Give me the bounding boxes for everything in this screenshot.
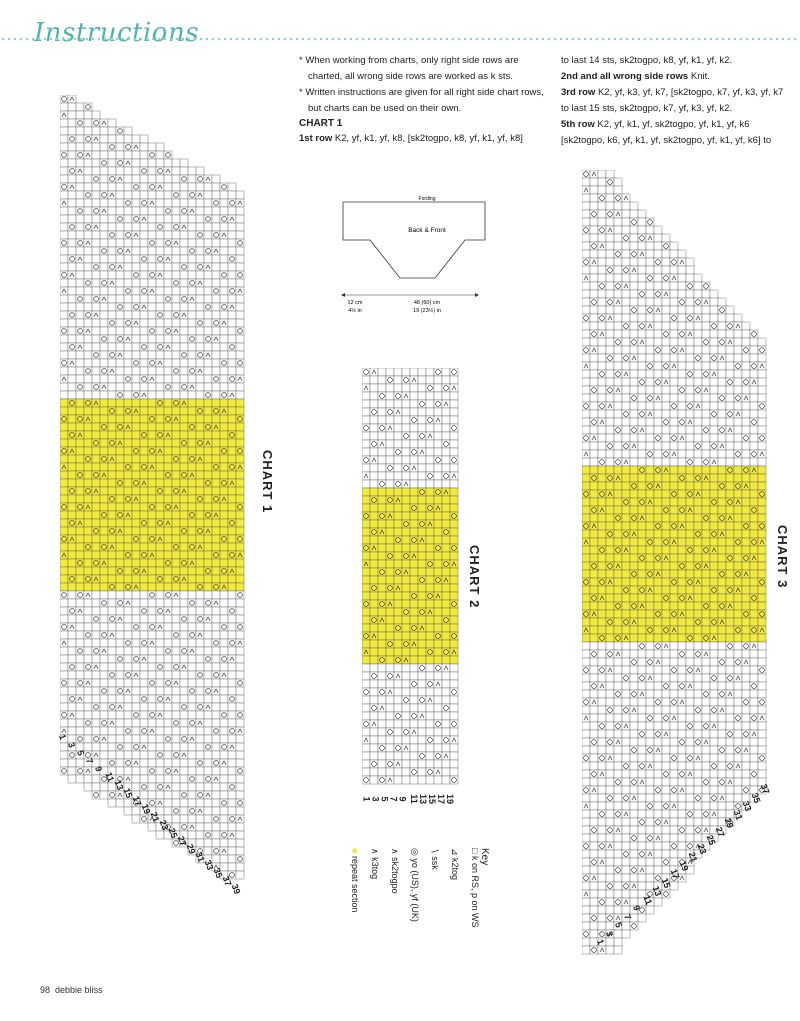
row-number: 9 [397,796,408,802]
chart3-label: CHART 3 [775,525,790,589]
key-symbol: ■ [350,848,360,856]
key-label: repeat section [350,855,360,913]
row-text: K2, yf, k1, yf, k8, [sk2togpo, k8, yf, k… [334,133,523,144]
key-symbol: ∖ [430,848,440,857]
garment-schematic: Fording Back & Front 12 cm 4½ in 48 (60)… [341,196,486,314]
key-item: ■ repeat section [350,848,360,912]
schematic-dim-right-in: 19 (23½) in [413,307,441,314]
key-label: k3tog [370,857,380,880]
chart1-label: CHART 1 [260,450,275,514]
key-item: ∧ k3tog [369,848,380,879]
instruction-line: [sk2togpo, k6, yf, k1, yf, sk2togpo, yf,… [561,135,772,146]
instruction-line: to last 14 sts, sk2togpo, k8, yf, k1, yf… [561,55,733,66]
key-label: yo (US), yf (UK) [410,858,420,922]
footer-brand: debbie bliss [55,985,103,995]
key-symbol: □ [470,848,480,856]
key-label: k2tog [450,858,460,881]
instruction-line: 3rd row K2, yf, k3, yf, k7, [sk2togpo, k… [561,87,784,98]
row-label: 1st row [299,133,333,144]
page-number: 98 [40,985,51,995]
key-item: □ k on RS, p on WS [470,848,480,927]
chart2-label: CHART 2 [467,545,482,609]
key-item: ∖ ssk [429,848,440,870]
instruction-line: 5th row K2, yf, k1, yf, sk2togpo, yf, k1… [561,119,750,130]
continued-instructions: to last 14 sts, sk2togpo, k8, yf, k1, yf… [561,53,800,149]
note-2: * Written instructions are given for all… [299,87,544,114]
page-header-title: Instructions [34,18,200,48]
key-item: ⊿ k2tog [449,848,460,880]
key-symbol: ◎ [410,848,420,859]
chart1-row1: 1st row K2, yf, k1, yf, k8, [sk2togpo, k… [299,131,549,146]
page-footer: 98 debbie bliss [40,985,103,995]
chart1-heading: CHART 1 [299,118,343,129]
key-label: ssk [430,856,440,870]
schematic-dim-left-in: 4½ in [348,307,361,314]
key-symbol: ∧ [390,848,400,858]
key-symbol: ⊿ [450,848,460,859]
key-label: k on RS, p on WS [470,855,480,928]
note-1: * When working from charts, only right s… [299,55,519,82]
chart2-grid [362,368,459,785]
chart1-grid [60,95,245,880]
key-item: ◎ yo (US), yf (UK) [409,848,420,922]
schematic-top-label: Fording [419,196,436,202]
instruction-line: 2nd and all wrong side rows Knit. [561,71,710,82]
schematic-dim-right-cm: 48 (60) cm [414,300,441,306]
schematic-dim-left-cm: 12 cm [348,300,363,306]
key-title: Key [479,848,490,866]
row-number: 19 [445,793,456,805]
chart3-grid [582,170,767,955]
key-item: ∧ sk2togpo [389,848,400,894]
chart1-written-instructions: CHART 1 1st row K2, yf, k1, yf, k8, [sk2… [299,116,549,146]
instruction-line: to last 15 sts, sk2togpo, k7, yf, k3, yf… [561,103,733,114]
dotted-divider [0,37,800,41]
schematic-center-label: Back & Front [408,227,446,234]
key-label: sk2togpo [390,857,400,894]
key-symbol: ∧ [370,848,380,858]
chart-notes: * When working from charts, only right s… [299,53,549,117]
